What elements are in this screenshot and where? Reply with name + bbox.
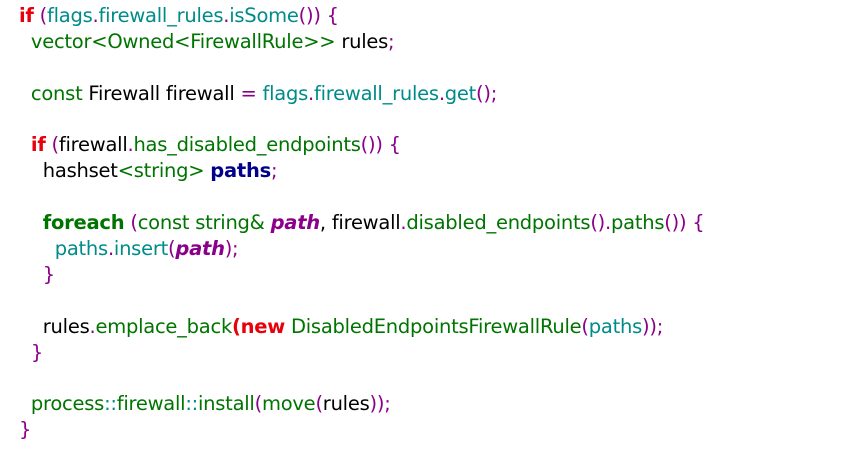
code-line: } [19, 340, 704, 366]
punctuation-token: } [42, 262, 55, 286]
text-token: Firewall firewall [82, 81, 241, 105]
punctuation-token: ()) { [664, 211, 705, 235]
function-token: const [30, 81, 83, 105]
text-token [19, 30, 31, 53]
text-token: rules [335, 29, 389, 53]
punctuation-token: ( [315, 392, 323, 416]
identifier-token: paths [54, 237, 109, 261]
punctuation-token: } [19, 418, 32, 442]
code-line: ​ [19, 288, 704, 314]
text-token [19, 133, 31, 156]
identifier-token: isSome [229, 4, 299, 27]
identifier-token: flags [46, 4, 93, 27]
punctuation-token: ()) { [360, 133, 401, 157]
function-token: firewall [116, 392, 186, 416]
code-line: if (firewall.has_disabled_endpoints()) { [19, 132, 704, 158]
code-line: vector<Owned<FirewallRule>> rules; [19, 29, 704, 55]
keyword-token: if [30, 133, 46, 157]
code-line: foreach (const string& path, firewall.di… [19, 210, 705, 236]
punctuation-token: ( [254, 392, 263, 416]
identifier-token: :: [104, 392, 117, 416]
text-token: hashset [19, 159, 118, 183]
function-token: has_disabled_endpoints [133, 133, 361, 157]
identifier-token: firewall_rules [98, 4, 224, 27]
punctuation-token: ; [270, 159, 278, 183]
text-token: firewall [58, 133, 128, 157]
text-token [19, 237, 55, 260]
code-line: if (flags.firewall_rules.isSome()) { [19, 3, 704, 29]
punctuation-token: . [107, 237, 114, 261]
code-line: } [19, 417, 704, 443]
text-token [19, 263, 43, 286]
punctuation-token: . [438, 81, 445, 105]
function-token: move [261, 392, 316, 416]
code-line: const Firewall firewall = flags.firewall… [19, 81, 704, 107]
function-token: install [197, 392, 255, 416]
punctuation-token: ( [130, 211, 138, 235]
punctuation-token: (); [476, 81, 498, 105]
keyword-token: ( [232, 314, 241, 338]
code-view: if (flags.firewall_rules.isSome()) { vec… [19, 3, 705, 443]
function-token: process [30, 392, 105, 416]
keyword-token: foreach [42, 211, 125, 235]
text-token [19, 211, 43, 234]
identifier-token: insert [113, 237, 169, 261]
function-token: vector<Owned<FirewallRule>> [30, 29, 336, 53]
punctuation-token: } [30, 340, 44, 364]
code-line: process::firewall::install(move(rules)); [19, 391, 704, 417]
punctuation-token: ); [224, 237, 239, 261]
punctuation-token: )); [642, 314, 664, 338]
variable-token: path [175, 237, 225, 261]
keyword-token: if [19, 4, 34, 27]
code-line: } [19, 262, 704, 288]
text-token [19, 341, 31, 364]
punctuation-token: ; [388, 29, 395, 53]
punctuation-token: . [400, 211, 407, 235]
function-token: disabled_endpoints [406, 211, 591, 235]
punctuation-token: (). [590, 211, 611, 235]
variable-token: paths [210, 159, 271, 183]
function-token: const string& [137, 211, 271, 235]
code-line: ​ [19, 184, 704, 210]
punctuation-token: = [240, 81, 257, 105]
text-token [19, 392, 31, 415]
punctuation-token: ( [51, 133, 60, 157]
punctuation-token: . [308, 81, 314, 105]
identifier-token: :: [185, 392, 198, 416]
punctuation-token: ( [581, 314, 589, 338]
punctuation-token: . [89, 314, 96, 338]
code-line: ​ [19, 365, 704, 391]
keyword-token: new [240, 314, 286, 338]
function-token: <string> [117, 159, 205, 183]
code-line: hashset<string> paths; [19, 158, 704, 184]
text-token [19, 82, 31, 105]
variable-token: path [270, 211, 321, 235]
punctuation-token: ( [168, 237, 176, 261]
text-token: rules [19, 314, 90, 338]
function-token: DisabledEndpointsFirewallRule [291, 314, 582, 338]
text-token: , firewall [319, 211, 401, 235]
punctuation-token: )); [369, 392, 391, 416]
text-token: rules [322, 392, 370, 416]
function-token: emplace_back [95, 314, 232, 338]
identifier-token: firewall_rules [314, 81, 439, 105]
punctuation-token: . [92, 4, 99, 27]
punctuation-token: ()) { [298, 4, 339, 27]
identifier-token: flags [262, 81, 309, 105]
code-line: ​ [19, 107, 704, 133]
punctuation-token: ( [39, 4, 48, 27]
code-line: rules.emplace_back(new DisabledEndpoints… [19, 314, 704, 340]
identifier-token: get [444, 81, 477, 105]
code-line: paths.insert(path); [19, 236, 704, 262]
punctuation-token: . [223, 4, 230, 27]
identifier-token: paths [588, 314, 643, 338]
function-token: paths [611, 211, 665, 235]
code-line: ​ [19, 55, 704, 81]
punctuation-token: . [127, 133, 134, 157]
